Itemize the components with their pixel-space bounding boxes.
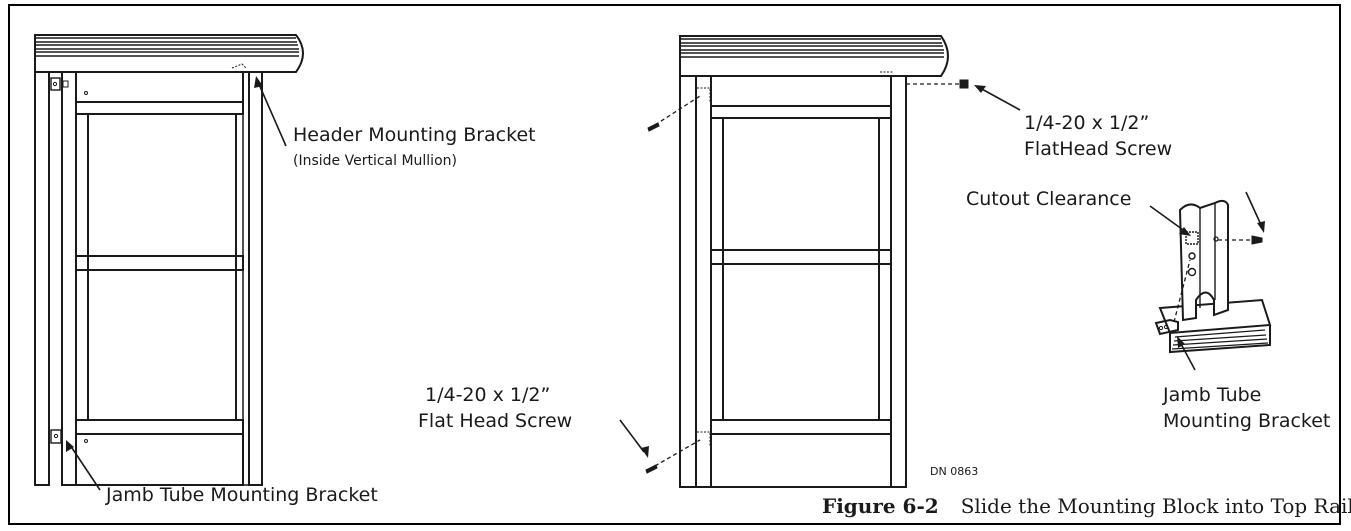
label-cutout-clearance: Cutout Clearance	[966, 188, 1132, 210]
jamb-tube-detail	[1154, 199, 1272, 354]
left-door-assembly	[34, 34, 304, 486]
center-door-assembly	[645, 35, 969, 488]
drawing-number: DN 0863	[930, 465, 979, 478]
label-screw-left-line2: Flat Head Screw	[418, 410, 573, 432]
figure-number: Figure 6-2	[822, 494, 939, 518]
label-jamb-bracket-right-line2: Mounting Bracket	[1163, 410, 1331, 432]
figure-caption: Figure 6-2 Slide the Mounting Block into …	[822, 494, 1351, 518]
label-screw-right-line1: 1/4-20 x 1/2”	[1024, 112, 1150, 134]
label-header-bracket-note: (Inside Vertical Mullion)	[293, 153, 457, 169]
label-jamb-bracket-right-line1: Jamb Tube	[1163, 384, 1262, 406]
figure-caption-text: Slide the Mounting Block into Top Rail	[960, 494, 1351, 518]
figure-frame	[8, 4, 1341, 525]
label-screw-left-line1: 1/4-20 x 1/2”	[425, 384, 551, 406]
right-leader-arrows	[1149, 191, 1265, 371]
center-leader-arrows	[619, 85, 1021, 458]
left-leader-arrows	[66, 76, 287, 491]
label-header-bracket: Header Mounting Bracket	[293, 124, 536, 146]
label-screw-right-line2: FlatHead Screw	[1024, 138, 1173, 160]
label-jamb-bracket-left: Jamb Tube Mounting Bracket	[106, 484, 378, 506]
